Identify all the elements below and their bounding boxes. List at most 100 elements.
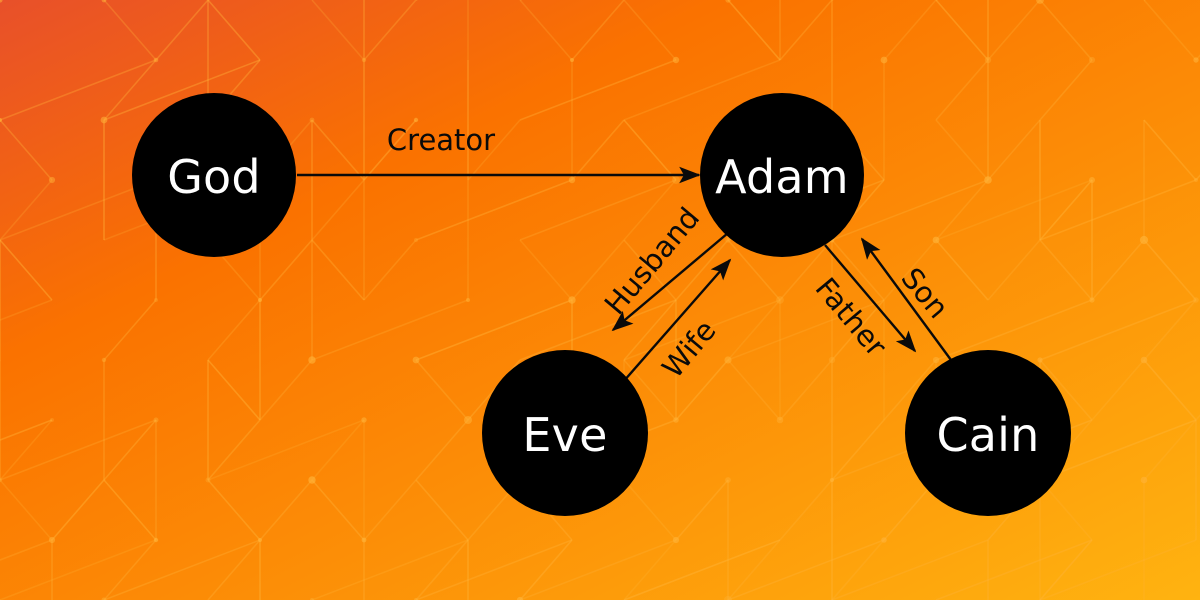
lattice-line <box>415 419 469 481</box>
lattice-line <box>103 539 157 600</box>
lattice-dot <box>48 536 56 544</box>
lattice-line <box>363 479 417 541</box>
lattice-line <box>571 0 625 61</box>
node-circle-god[interactable] <box>132 93 296 257</box>
lattice-line <box>987 239 1041 301</box>
lattice-line <box>1039 299 1197 361</box>
lattice-dot <box>1139 235 1149 245</box>
lattice-line <box>831 539 989 600</box>
lattice-dot <box>724 356 732 364</box>
lattice-line <box>727 299 885 361</box>
node-god[interactable]: God <box>132 93 296 257</box>
lattice-dot <box>568 176 576 184</box>
lattice-dot <box>1089 297 1095 303</box>
lattice-line <box>935 179 1093 241</box>
lattice-line <box>0 419 53 441</box>
lattice-line <box>727 539 781 600</box>
lattice-line <box>623 59 781 121</box>
lattice-line <box>1143 0 1197 61</box>
lattice-line <box>51 479 105 541</box>
lattice-line <box>935 539 1093 600</box>
lattice-dot <box>984 176 992 184</box>
lattice-line <box>415 539 573 600</box>
lattice-line <box>311 239 365 301</box>
lattice-dot <box>101 597 107 600</box>
edge-son[interactable] <box>860 237 952 361</box>
lattice-line <box>831 299 885 361</box>
lattice-dot <box>466 298 470 302</box>
lattice-line <box>623 239 677 301</box>
node-circle-adam[interactable] <box>700 93 864 257</box>
lattice-dot <box>153 537 159 543</box>
lattice-dot <box>361 57 367 63</box>
lattice-line <box>1143 119 1197 181</box>
lattice-dot <box>308 356 316 364</box>
edge-husband[interactable] <box>611 232 729 332</box>
lattice-line <box>259 479 313 541</box>
node-circle-eve[interactable] <box>482 350 648 516</box>
lattice-line <box>0 179 157 241</box>
lattice-line <box>103 59 157 121</box>
lattice-dot <box>1140 476 1148 484</box>
lattice-line <box>311 419 365 481</box>
lattice-line <box>0 59 157 121</box>
lattice-dot <box>100 116 108 124</box>
lattice-dot <box>1193 177 1199 183</box>
lattice-line <box>207 419 365 481</box>
node-eve[interactable]: Eve <box>482 350 648 516</box>
lattice-line <box>779 479 833 541</box>
lattice-dot <box>50 418 54 422</box>
edge-wife[interactable] <box>622 258 732 383</box>
lattice-line <box>1143 359 1197 421</box>
lattice-line <box>103 419 157 481</box>
lattice-line <box>415 359 469 421</box>
lattice-dot <box>1193 57 1199 63</box>
node-cain[interactable]: Cain <box>905 350 1071 516</box>
lattice-line <box>623 479 677 541</box>
lattice-dot <box>361 537 367 543</box>
lattice-dot <box>672 56 680 64</box>
lattice-line <box>103 539 261 600</box>
lattice-line <box>623 539 781 600</box>
lattice-line <box>623 179 677 241</box>
lattice-line <box>675 359 729 421</box>
lattice-line <box>1039 179 1093 241</box>
lattice-dot <box>1140 356 1148 364</box>
lattice-dot <box>1089 177 1095 183</box>
lattice-dot <box>932 356 940 364</box>
node-label-eve: Eve <box>522 408 607 462</box>
lattice-dot <box>413 237 419 243</box>
lattice-line <box>207 0 261 61</box>
lattice-dot <box>1036 0 1044 4</box>
lattice-line <box>831 179 989 241</box>
lattice-line <box>519 539 573 600</box>
lattice-line <box>727 539 885 600</box>
lattice-line <box>935 0 989 61</box>
lattice-line <box>831 419 885 481</box>
lattice-line <box>935 59 989 121</box>
lattice-dot <box>1037 357 1043 363</box>
lattice-line <box>311 299 469 361</box>
lattice-dot <box>1088 56 1096 64</box>
lattice-line <box>623 0 677 61</box>
node-circle-cain[interactable] <box>905 350 1071 516</box>
lattice-line <box>571 119 625 181</box>
lattice-dot <box>101 0 107 3</box>
lattice-line <box>779 0 833 61</box>
lattice-line <box>1091 359 1145 421</box>
lattice-line <box>1143 419 1197 481</box>
lattice-line <box>883 359 937 421</box>
lattice-line <box>779 239 833 301</box>
lattice-dot <box>776 296 784 304</box>
lattice-line <box>155 0 209 61</box>
lattice-line <box>311 0 365 61</box>
lattice-dot <box>570 58 574 62</box>
lattice-line <box>363 119 417 181</box>
lattice-line <box>831 239 885 301</box>
lattice-line <box>0 539 157 600</box>
node-adam[interactable]: Adam <box>700 93 864 257</box>
lattice-line <box>675 239 729 301</box>
edge-father[interactable] <box>824 244 917 353</box>
lattice-line <box>623 119 677 181</box>
